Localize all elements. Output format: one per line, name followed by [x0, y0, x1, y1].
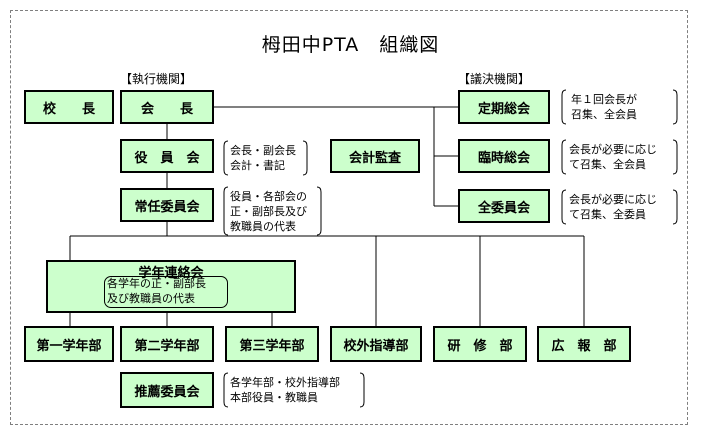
grade-liaison-title: 学年連絡会 [138, 266, 204, 281]
bracket-all-committee-right [672, 189, 678, 225]
grade-liaison-note: 各学年の正・副部長 及び教職員の代表 [107, 277, 206, 305]
bracket-extraordinary-right [672, 139, 678, 175]
bracket-general-right [672, 89, 678, 125]
officers-box: 役 員 会 [120, 139, 214, 173]
bracket-officers-right [302, 140, 308, 176]
bracket-general-left [561, 89, 567, 125]
outside-guidance-dept-box: 校外指導部 [330, 326, 422, 362]
executive-section-label: 【執行機関】 [120, 72, 193, 86]
extraordinary-meeting-box: 臨時総会 [458, 139, 550, 173]
principal-box: 校 長 [24, 90, 114, 124]
all-committee-box: 全委員会 [458, 189, 550, 223]
decision-section-label: 【議決機関】 [458, 72, 531, 86]
pr-dept-box: 広 報 部 [537, 326, 631, 362]
standing-committee-box: 常任委員会 [120, 188, 214, 222]
grade-liaison-box [46, 260, 296, 313]
chair-box: 会 長 [120, 90, 214, 124]
bracket-all-committee-left [561, 189, 567, 225]
all-committee-note: 会長が必要に応じ て召集、全委員 [569, 193, 657, 221]
bracket-nomination-right [359, 372, 365, 408]
bracket-extraordinary-left [561, 139, 567, 175]
nomination-committee-box: 推薦委員会 [120, 372, 214, 408]
grade-liaison-note-bracket [104, 276, 228, 308]
grade1-dept-box: 第一学年部 [24, 326, 114, 362]
bracket-standing-left [223, 186, 229, 236]
bracket-officers-left [223, 140, 229, 176]
nomination-note: 各学年部・校外指導部 本部役員・教職員 [230, 376, 340, 404]
bracket-standing-right [316, 186, 322, 236]
general-meeting-box: 定期総会 [458, 90, 550, 124]
grade2-dept-box: 第二学年部 [120, 326, 214, 362]
training-dept-box: 研 修 部 [433, 326, 527, 362]
grade3-dept-box: 第三学年部 [225, 326, 319, 362]
audit-box: 会計監査 [330, 139, 420, 173]
diagram-title: 栂田中PTA 組織図 [261, 34, 440, 56]
general-note: 年１回会長が 召集、全会員 [571, 93, 637, 121]
diagram-frame [10, 10, 688, 425]
officers-note: 会長・副会長 会計・書記 [230, 144, 296, 172]
standing-note: 役員・各部会の 正・副部長及び 教職員の代表 [230, 190, 307, 233]
extraordinary-note: 会長が必要に応じ て召集、全会員 [569, 143, 657, 171]
bracket-nomination-left [223, 372, 229, 408]
